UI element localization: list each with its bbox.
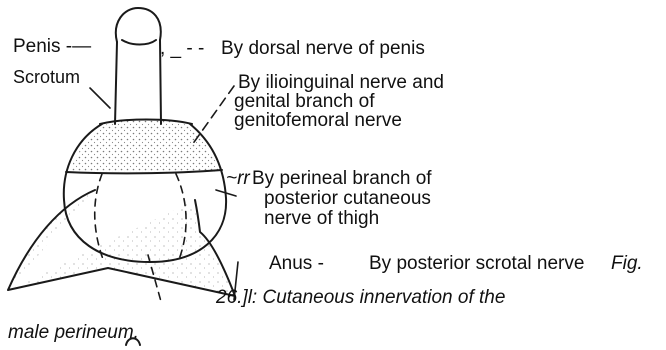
label-fig-ref: Fig. [611,253,643,275]
label-posterior-scrotal: By posterior scrotal nerve [369,253,584,275]
scrotum-upper-zone [70,120,220,172]
label-perineal-2: posterior cutaneous [264,188,431,210]
leader-scrotum [90,88,110,108]
perineal-region [8,190,235,296]
label-perineal-mark: ~rr [226,168,250,190]
label-perineal-3: nerve of thigh [264,208,379,230]
label-scrotum: Scrotum [13,66,80,88]
label-perineal-1: By perineal branch of [252,168,432,190]
penis-shaft [115,40,161,124]
glans-line [122,40,156,45]
label-penis-marks: , _ - - [160,38,204,60]
label-dorsal-nerve: By dorsal nerve of penis [221,38,425,60]
label-penis: Penis -— [13,36,91,58]
caption-line-1: 26.]l: Cutaneous innervation of the [216,287,505,309]
label-anus: Anus - [269,253,324,275]
penis-glans [116,8,161,42]
label-ilioinguinal-3: genitofemoral nerve [234,110,402,132]
caption-line-2: male perineum. [8,322,139,344]
leader-ilioinguinal [192,86,234,145]
